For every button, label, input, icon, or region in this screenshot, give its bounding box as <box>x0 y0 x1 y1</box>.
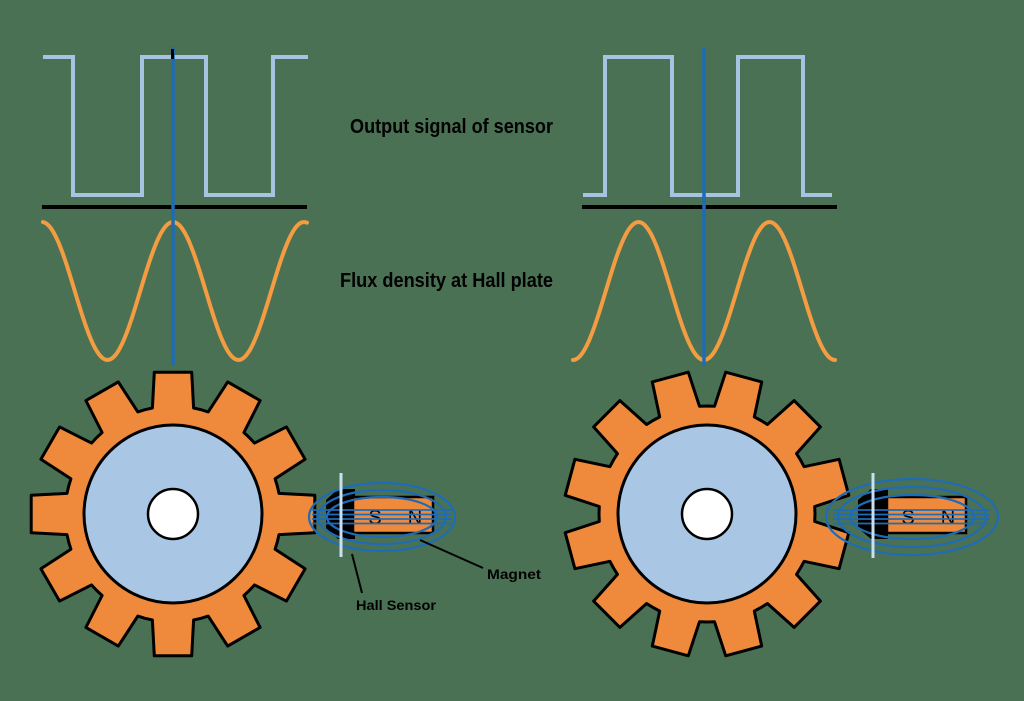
flux-density-label: Flux density at Hall plate <box>340 270 553 292</box>
field-line-loop <box>307 481 457 553</box>
gear-hub <box>680 487 734 541</box>
field-line-loop <box>824 477 1000 557</box>
hall-sensor-leader-line <box>351 553 363 594</box>
field-line-loop <box>836 485 988 549</box>
output-signal-label: Output signal of sensor <box>350 116 553 138</box>
flux-density-wave <box>41 219 309 363</box>
magnet-leader-line <box>419 539 484 569</box>
gear-hub <box>146 487 200 541</box>
hall-sensor-label: Hall Sensor <box>356 597 437 613</box>
field-line-loop <box>325 495 439 539</box>
magnet-label: Magnet <box>487 566 541 582</box>
output-signal-wave <box>583 55 832 197</box>
field-line-loop <box>848 493 976 541</box>
output-signal-wave <box>43 55 308 197</box>
field-line-loop <box>316 488 448 546</box>
